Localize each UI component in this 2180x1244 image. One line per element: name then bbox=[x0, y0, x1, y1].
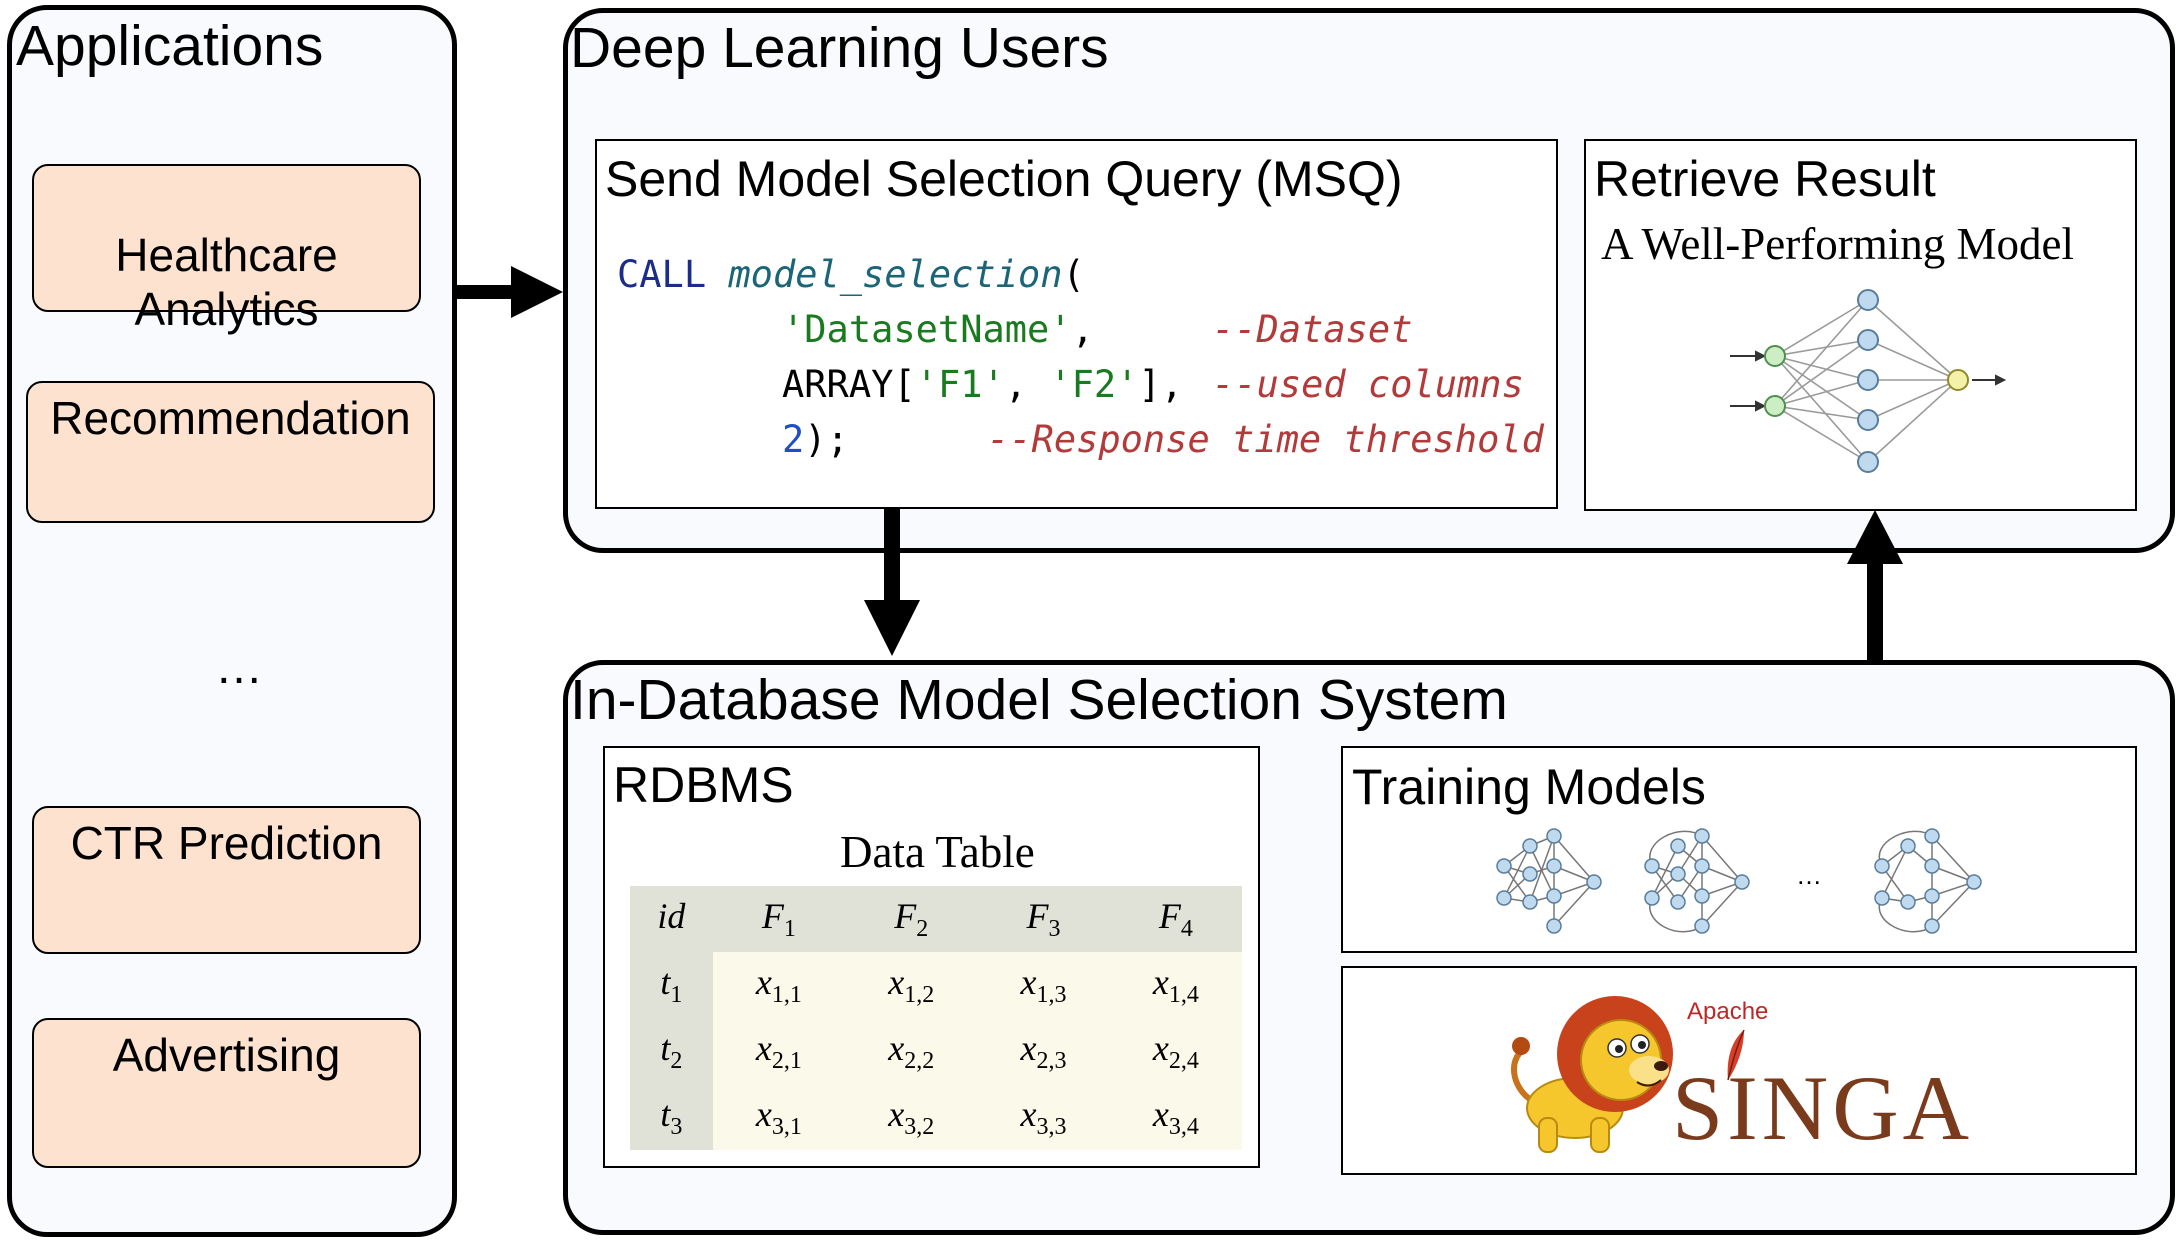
app-item-ctr-prediction: CTR Prediction bbox=[32, 806, 421, 954]
table-cell: x2,2 bbox=[845, 1018, 978, 1084]
code-col2: 'F2' bbox=[1049, 363, 1139, 406]
table-cell: x2,1 bbox=[712, 1018, 846, 1084]
msq-box bbox=[595, 139, 1558, 509]
apache-feather-icon bbox=[1727, 1029, 1745, 1081]
table-row: t2 x2,1 x2,2 x2,3 x2,4 bbox=[630, 1018, 1242, 1084]
table-row-id: t1 bbox=[630, 952, 713, 1018]
table-cell: x2,4 bbox=[1109, 1018, 1242, 1084]
app-item-label: CTR Prediction bbox=[70, 817, 383, 869]
code-array-keyword: ARRAY bbox=[782, 363, 894, 406]
code-dataset-value: 'DatasetName' bbox=[782, 308, 1072, 351]
training-model-icon-2 bbox=[1644, 828, 1750, 934]
table-header-cell: id bbox=[630, 886, 713, 952]
training-model-icon-3 bbox=[1874, 828, 1982, 934]
code-dataset-comment: --Dataset bbox=[1212, 308, 1413, 351]
code-threshold-value: 2 bbox=[782, 418, 805, 461]
applications-title: Applications bbox=[16, 14, 324, 78]
app-item-label: Advertising bbox=[112, 1029, 341, 1081]
msq-code-line-2: 'DatasetName', bbox=[782, 308, 1094, 351]
rdbms-title: RDBMS bbox=[613, 757, 794, 813]
msq-code-line-3: ARRAY['F1', 'F2'], bbox=[782, 363, 1184, 406]
code-col1: 'F1' bbox=[915, 363, 1005, 406]
code-call-keyword: CALL bbox=[617, 253, 707, 296]
singa-apache-label: Apache bbox=[1687, 998, 1769, 1025]
table-cell: x1,2 bbox=[845, 952, 978, 1018]
arrow-applications-to-users bbox=[455, 266, 563, 318]
arrow-msq-to-system bbox=[864, 508, 920, 656]
retrieve-result-box bbox=[1584, 139, 2137, 511]
app-item-label: Recommendation bbox=[50, 392, 411, 444]
msq-title: Send Model Selection Query (MSQ) bbox=[605, 151, 1403, 207]
training-models-box bbox=[1341, 746, 2137, 953]
table-cell: x2,3 bbox=[977, 1018, 1110, 1084]
table-row-id: t2 bbox=[630, 1018, 713, 1084]
table-cell: x1,4 bbox=[1109, 952, 1242, 1018]
table-cell: x3,4 bbox=[1109, 1084, 1242, 1150]
table-cell: x1,1 bbox=[712, 952, 846, 1018]
app-item-label: Healthcare Analytics bbox=[115, 229, 338, 335]
table-cell: x1,3 bbox=[977, 952, 1110, 1018]
table-row-id: t3 bbox=[630, 1084, 713, 1150]
singa-box bbox=[1341, 966, 2137, 1175]
singa-lion-icon bbox=[1510, 996, 1673, 1153]
table-cell: x3,3 bbox=[977, 1084, 1110, 1150]
training-models-title: Training Models bbox=[1352, 759, 1706, 815]
singa-logo-text: SINGA bbox=[1672, 1057, 1974, 1159]
data-table: id F1 F2 F3 F4 t1 x1,1 x1,2 x1,3 x1,4 t2… bbox=[630, 886, 1242, 1150]
table-cell: x3,2 bbox=[845, 1084, 978, 1150]
data-table-title: Data Table bbox=[840, 827, 1035, 877]
table-header-row: id F1 F2 F3 F4 bbox=[630, 886, 1242, 952]
retrieve-result-subtitle: A Well-Performing Model bbox=[1601, 219, 2074, 269]
deep-learning-users-title: Deep Learning Users bbox=[570, 16, 1109, 80]
app-item-advertising: Advertising bbox=[32, 1018, 421, 1168]
arrow-system-to-result bbox=[1847, 510, 1903, 664]
code-columns-comment: --used columns bbox=[1212, 363, 1524, 406]
app-item-recommendation: Recommendation bbox=[26, 381, 435, 523]
table-header-cell: F1 bbox=[712, 886, 846, 952]
table-cell: x3,1 bbox=[712, 1084, 846, 1150]
result-neural-network-icon bbox=[1730, 289, 2007, 473]
training-models-ellipsis: … bbox=[1796, 860, 1822, 890]
msq-code-line-4: 2); bbox=[782, 418, 849, 461]
retrieve-result-title: Retrieve Result bbox=[1594, 151, 1936, 207]
app-item-healthcare: Healthcare Analytics bbox=[32, 164, 421, 335]
table-row: t3 x3,1 x3,2 x3,3 x3,4 bbox=[630, 1084, 1242, 1150]
msq-code-comment-2: --Dataset bbox=[1212, 302, 1412, 357]
msq-code-comment-4: --Response time threshold bbox=[987, 412, 1544, 467]
msq-code-line-1: CALL model_selection( bbox=[617, 253, 1085, 296]
code-threshold-comment: --Response time threshold bbox=[987, 418, 1544, 461]
table-header-cell: F4 bbox=[1109, 886, 1242, 952]
in-database-system-title: In-Database Model Selection System bbox=[570, 668, 1508, 732]
msq-code-comment-3: --used columns bbox=[1212, 357, 1524, 412]
code-function-name: model_selection bbox=[728, 253, 1063, 296]
table-header-cell: F3 bbox=[977, 886, 1110, 952]
table-header-cell: F2 bbox=[845, 886, 978, 952]
training-model-icon-1 bbox=[1496, 828, 1602, 934]
table-row: t1 x1,1 x1,2 x1,3 x1,4 bbox=[630, 952, 1242, 1018]
applications-ellipsis: … bbox=[215, 641, 263, 694]
